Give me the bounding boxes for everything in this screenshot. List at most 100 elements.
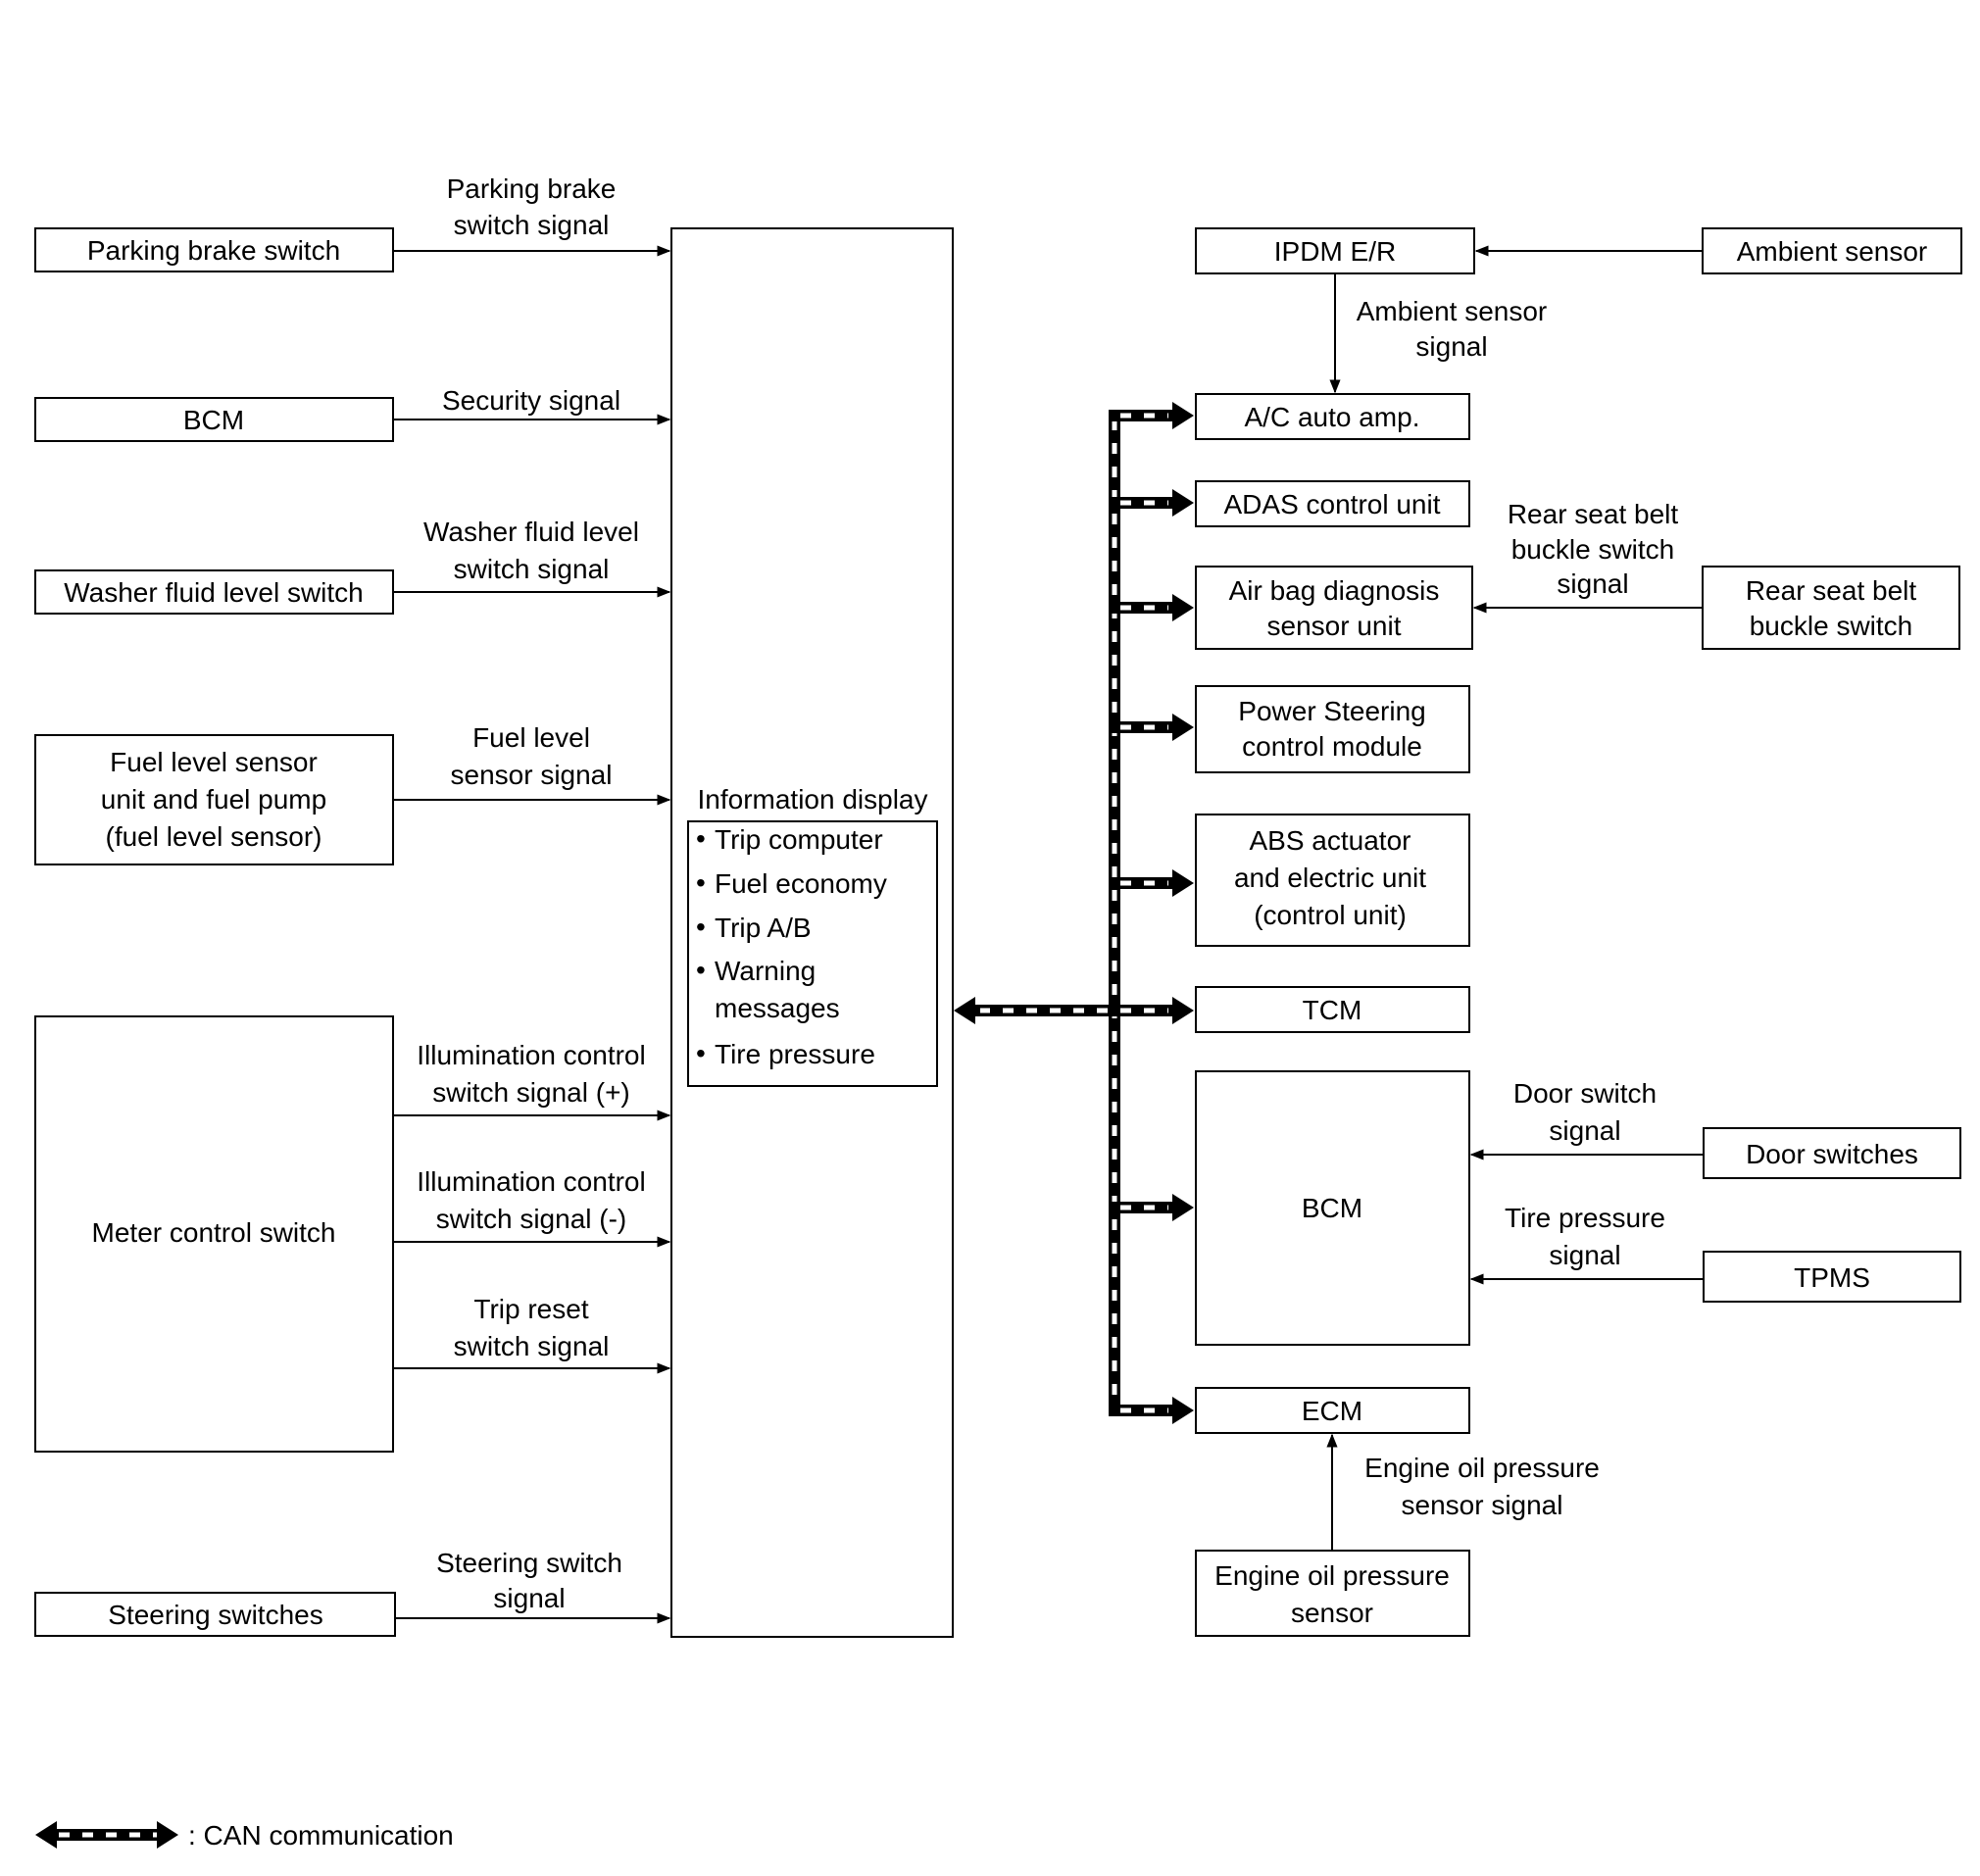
ac-auto-amp-label: A/C auto amp. [1245,402,1420,432]
bcm-right-label: BCM [1302,1193,1362,1223]
power-steering-control-module-label: control module [1242,731,1422,762]
trip-reset-label: switch signal [454,1331,610,1361]
information-display-block: Information display • Trip computer • Fu… [670,227,954,1638]
engine-oil-pressure-sensor-label: Engine oil pressure [1214,1560,1450,1591]
washer-fluid-switch-block: Washer fluid level switch [34,569,394,615]
can-communication-legend-icon [35,1821,178,1849]
rear-seat-belt-switch-block: Rear seat belt buckle switch [1702,566,1960,650]
steering-signal-label: Steering switch [436,1548,622,1578]
parking-brake-switch-label: Parking brake switch [87,235,340,266]
can-branch-ac-auto-amp [1109,402,1194,429]
meter-control-switch-label: Meter control switch [92,1217,336,1248]
engine-oil-signal-label: sensor signal [1402,1490,1563,1520]
rear-seat-belt-signal-label: buckle switch [1511,534,1675,565]
function-item-fuel-economy: Fuel economy [715,868,887,899]
function-item-tire-pressure: Tire pressure [715,1039,875,1069]
can-branch-bcm [1109,1194,1194,1221]
adas-control-unit-block: ADAS control unit [1195,480,1470,527]
adas-control-unit-label: ADAS control unit [1224,489,1441,519]
ambient-sensor-signal-label: signal [1415,331,1487,362]
illumination-plus-label: switch signal (+) [432,1077,630,1108]
ecm-block: ECM [1195,1387,1470,1434]
fuel-level-sensor-block: Fuel level sensor unit and fuel pump (fu… [34,734,394,865]
fuel-level-signal-label: Fuel level [472,722,590,753]
parking-brake-switch-block: Parking brake switch [34,227,394,272]
ipdm-er-label: IPDM E/R [1274,236,1396,267]
can-branch-ecm [1109,1397,1194,1424]
meter-control-switch-block: Meter control switch [34,1015,394,1453]
function-bullet: • [696,823,706,854]
washer-fluid-signal-label: switch signal [454,554,610,584]
airbag-diagnosis-sensor-unit-block: Air bag diagnosis sensor unit [1195,566,1473,650]
function-bullet: • [696,1038,706,1068]
fuel-level-sensor-label: Fuel level sensor [110,747,318,777]
can-branch-adas [1109,489,1194,517]
rear-seat-belt-signal-label: Rear seat belt [1508,499,1679,529]
tpms-block: TPMS [1703,1251,1961,1303]
washer-fluid-switch-label: Washer fluid level switch [64,577,364,608]
information-display-function-list [687,820,938,1087]
rear-seat-belt-switch-label: Rear seat belt [1746,575,1917,606]
tcm-block: TCM [1195,986,1470,1033]
tpms-label: TPMS [1794,1262,1870,1293]
bcm-right-block: BCM [1195,1070,1470,1346]
bcm-left-block: BCM [34,397,394,442]
airbag-diagnosis-sensor-unit-label: sensor unit [1267,611,1402,641]
function-bullet: • [696,955,706,985]
bcm-left-label: BCM [183,405,244,435]
function-item-trip-ab: Trip A/B [715,913,812,943]
fuel-level-sensor-label: (fuel level sensor) [106,821,322,852]
door-switches-label: Door switches [1746,1139,1918,1169]
ambient-sensor-block: Ambient sensor [1702,227,1962,274]
function-item-trip-computer: Trip computer [715,824,883,855]
door-switch-signal-label: Door switch [1513,1078,1657,1109]
parking-brake-signal-label: Parking brake [447,173,617,204]
steering-switches-block: Steering switches [34,1592,396,1637]
can-branch-tcm [1109,997,1194,1024]
illumination-minus-label: switch signal (-) [436,1204,626,1234]
washer-fluid-signal-label: Washer fluid level [423,517,639,547]
function-bullet: • [696,867,706,898]
abs-actuator-label: and electric unit [1234,863,1426,893]
ambient-sensor-label: Ambient sensor [1737,236,1928,267]
information-display-title: Information display [697,784,927,815]
engine-oil-pressure-sensor-label: sensor [1291,1598,1373,1628]
abs-actuator-label: (control unit) [1254,900,1407,930]
function-item-warning-messages: messages [715,993,840,1023]
abs-actuator-label: ABS actuator [1250,825,1411,856]
fuel-level-signal-label: sensor signal [451,760,613,790]
rear-seat-belt-switch-label: buckle switch [1750,611,1913,641]
legend: : CAN communication [35,1820,454,1851]
parking-brake-signal-label: switch signal [454,210,610,240]
can-branch-airbag [1109,594,1194,621]
function-item-warning-messages: Warning [715,956,816,986]
engine-oil-pressure-sensor-block: Engine oil pressure sensor [1195,1550,1470,1637]
can-bus [954,402,1194,1424]
ipdm-er-block: IPDM E/R [1195,227,1475,274]
steering-switches-label: Steering switches [108,1600,322,1630]
door-switches-block: Door switches [1703,1127,1961,1179]
door-switch-signal-label: signal [1549,1115,1620,1146]
tcm-label: TCM [1303,995,1362,1025]
tire-pressure-signal-label: signal [1549,1240,1620,1270]
illumination-minus-label: Illumination control [417,1166,645,1197]
ecm-label: ECM [1302,1396,1362,1426]
security-signal-label: Security signal [442,385,620,416]
fuel-level-sensor-label: unit and fuel pump [101,784,326,815]
steering-signal-label: signal [493,1583,565,1613]
ambient-sensor-signal-label: Ambient sensor [1357,296,1548,326]
airbag-diagnosis-sensor-unit-label: Air bag diagnosis [1229,575,1440,606]
power-steering-control-module-block: Power Steering control module [1195,685,1470,773]
trip-reset-label: Trip reset [473,1294,588,1324]
function-bullet: • [696,912,706,942]
engine-oil-signal-label: Engine oil pressure [1364,1453,1600,1483]
can-communication-legend-label: : CAN communication [188,1820,454,1851]
illumination-plus-label: Illumination control [417,1040,645,1070]
rear-seat-belt-signal-label: signal [1557,568,1628,599]
abs-actuator-block: ABS actuator and electric unit (control … [1195,814,1470,947]
ac-auto-amp-block: A/C auto amp. [1195,393,1470,440]
power-steering-control-module-label: Power Steering [1238,696,1425,726]
can-branch-abs [1109,869,1194,897]
tire-pressure-signal-label: Tire pressure [1505,1203,1665,1233]
